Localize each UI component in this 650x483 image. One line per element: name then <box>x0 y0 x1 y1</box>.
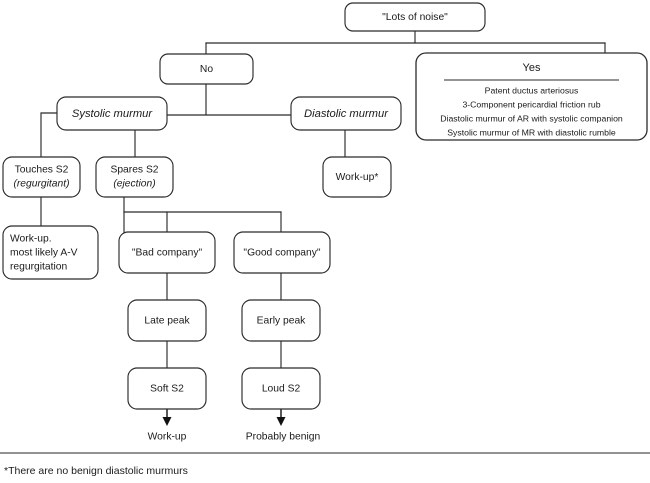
outcome-label-workup: Work-up <box>148 432 187 443</box>
node-bad-company[interactable]: "Bad company" <box>118 231 216 274</box>
node-spares-s2-line2: (ejection) <box>113 179 155 190</box>
node-yes-bullet-2: 3-Component pericardial friction rub <box>462 99 600 109</box>
node-diastolic-workup-label: Work-up* <box>336 172 379 183</box>
node-lots-of-noise-box <box>344 2 486 32</box>
node-early-peak-label: Early peak <box>257 316 307 327</box>
node-bad-company-label: "Bad company" <box>132 248 203 259</box>
node-systolic-murmur-label: Systolic murmur <box>72 108 153 120</box>
node-touches-workup-line2: most likely A-V <box>10 248 78 259</box>
node-good-company-label: "Good company" <box>243 248 320 259</box>
node-diastolic-murmur[interactable]: Diastolic murmur <box>290 96 402 131</box>
node-loud-s2-box <box>241 367 321 410</box>
node-diastolic-workup-box <box>322 156 392 198</box>
node-loud-s2[interactable]: Loud S2 <box>241 367 321 410</box>
node-early-peak[interactable]: Early peak <box>241 299 321 342</box>
node-no-label: No <box>200 64 213 75</box>
node-late-peak-label: Late peak <box>144 316 190 327</box>
node-yes-bullet-1: Patent ductus arteriosus <box>485 85 579 95</box>
node-lots-of-noise-label: "Lots of noise" <box>382 12 448 23</box>
outcome-label-probably-benign: Probably benign <box>246 432 321 443</box>
connector-systolic-to-touches <box>40 112 58 158</box>
node-no-box <box>159 53 254 85</box>
node-touches-s2-line2: (regurgitant) <box>13 179 69 190</box>
node-late-peak-box <box>127 299 207 342</box>
node-yes-box <box>415 52 648 141</box>
node-systolic-murmur-box <box>56 96 168 131</box>
node-yes-bullet-4: Systolic murmur of MR with diastolic rum… <box>447 127 616 137</box>
node-spares-s2-line1: Spares S2 <box>110 165 158 176</box>
node-touches-workup-box <box>2 225 99 280</box>
node-diastolic-murmur-label: Diastolic murmur <box>304 108 389 120</box>
arrow-head-workup <box>162 417 172 426</box>
node-yes-bullet-3: Diastolic murmur of AR with systolic com… <box>440 113 623 123</box>
node-diastolic-murmur-box <box>290 96 402 131</box>
node-lots-of-noise[interactable]: "Lots of noise" <box>344 2 486 32</box>
node-soft-s2[interactable]: Soft S2 <box>127 367 207 410</box>
node-late-peak[interactable]: Late peak <box>127 299 207 342</box>
node-yes[interactable]: Yes Patent ductus arteriosus 3-Component… <box>415 52 648 141</box>
node-good-company[interactable]: "Good company" <box>233 231 331 274</box>
node-touches-workup[interactable]: Work-up. most likely A-V regurgitation <box>2 225 99 280</box>
node-bad-company-box <box>118 231 216 274</box>
arrow-head-benign <box>276 417 286 426</box>
node-soft-s2-label: Soft S2 <box>150 384 184 395</box>
node-diastolic-workup[interactable]: Work-up* <box>322 156 392 198</box>
node-yes-title: Yes <box>523 62 541 74</box>
node-touches-s2-line1: Touches S2 <box>15 165 69 176</box>
node-systolic-murmur[interactable]: Systolic murmur <box>56 96 168 131</box>
node-touches-s2[interactable]: Touches S2 (regurgitant) <box>2 156 81 198</box>
node-loud-s2-label: Loud S2 <box>262 384 301 395</box>
node-touches-workup-line1: Work-up. <box>10 234 52 245</box>
node-spares-s2-box <box>95 156 174 198</box>
node-early-peak-box <box>241 299 321 342</box>
node-soft-s2-box <box>127 367 207 410</box>
node-touches-s2-box <box>2 156 81 198</box>
node-spares-s2[interactable]: Spares S2 (ejection) <box>95 156 174 198</box>
node-no[interactable]: No <box>159 53 254 85</box>
node-touches-workup-line3: regurgitation <box>10 262 68 273</box>
footnote-text: *There are no benign diastolic murmurs <box>4 465 188 477</box>
node-good-company-box <box>233 231 331 274</box>
